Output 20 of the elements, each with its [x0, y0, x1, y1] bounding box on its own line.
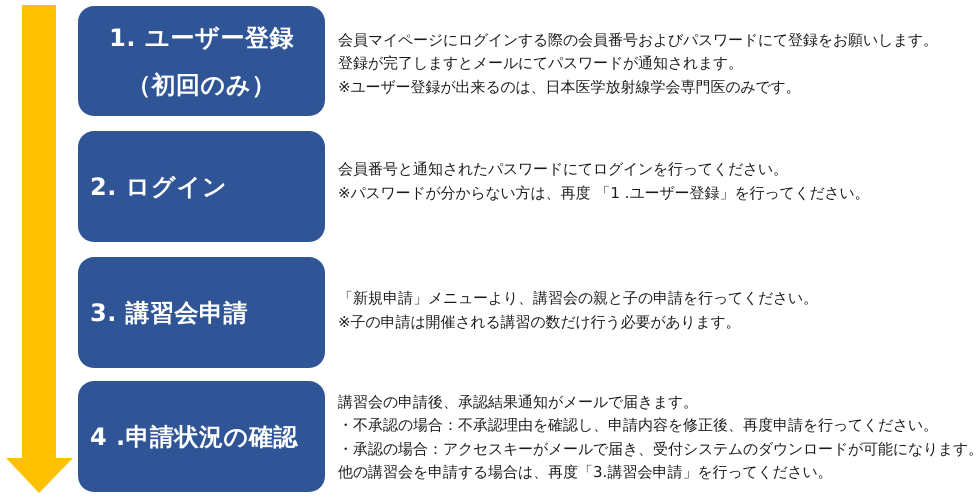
description-text: ※パスワードが分からない方は、再度 「1 .ユーザー登録」を行ってください。 — [338, 182, 870, 204]
description-text: 登録が完了しますとメールにてパスワードが通知されます。 — [338, 53, 744, 74]
description-text: 他の講習会を申請する場合は、再度「3.講習会申請」を行ってください。 — [338, 462, 834, 483]
description-text: ・不承認の場合：不承認理由を確認し、申請内容を修正後、再度申請を行ってください。 — [338, 415, 939, 436]
step-box — [78, 6, 325, 116]
step-box — [78, 381, 325, 492]
step-box — [78, 257, 325, 368]
description-text: ・承認の場合：アクセスキーがメールで届き、受付システムのダウンロードが可能になります。 — [338, 438, 980, 460]
description-text: ※子の申請は開催される講習の数だけ行う必要があります。 — [338, 312, 742, 332]
description-text: ※ユーザー登録が出来るのは、日本医学放射線学会専門医のみです。 — [338, 76, 802, 98]
description-text: 会員マイページにログインする際の会員番号およびパスワードにて登録をお願いします。 — [338, 30, 938, 51]
description-text: 講習会の申請後、承認結果通知がメールで届きます。 — [338, 392, 699, 412]
step-title: 3. 講習会申請 — [90, 298, 248, 328]
step-title: 4 .申請状況の確認 — [90, 422, 298, 452]
step-box — [78, 131, 325, 242]
description-text: 「新規申請」メニューより、講習会の親と子の申請を行ってください。 — [338, 288, 818, 309]
description-text: 会員番号と通知されたパスワードにてログインを行ってください。 — [338, 159, 789, 180]
step-note: （初回のみ） — [127, 70, 276, 100]
step-title: 2. ログイン — [90, 172, 228, 202]
step-title: 1. ユーザー登録 — [109, 22, 294, 52]
